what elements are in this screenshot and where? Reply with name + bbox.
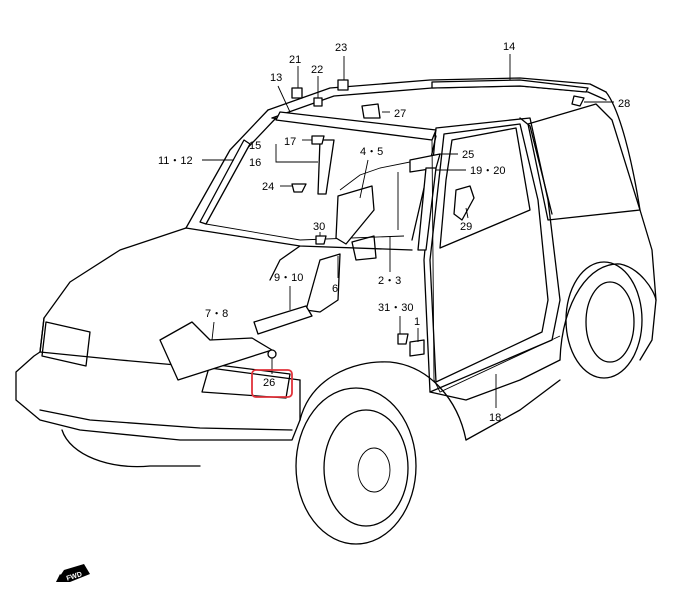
label-14: 14 (503, 41, 515, 53)
label-11-12: 11・12 (158, 155, 193, 167)
part-clip-23 (337, 79, 349, 91)
part-clip-1 (409, 339, 425, 357)
part-sill-trim (253, 305, 313, 335)
label-18: 18 (489, 412, 501, 424)
part-header-trim (275, 111, 437, 141)
leader-lines (202, 54, 614, 408)
label-16: 16 (249, 157, 261, 169)
highlight-box (251, 369, 293, 398)
label-22: 22 (311, 64, 323, 76)
label-28: 28 (618, 98, 630, 110)
vehicle-outline (15, 77, 657, 545)
part-bracket-29 (453, 185, 475, 221)
label-27: 27 (394, 108, 406, 120)
part-clip-22 (313, 97, 323, 107)
label-4-5: 4・5 (360, 146, 383, 158)
label-7-8: 7・8 (205, 308, 228, 320)
part-cowl-trim (159, 321, 273, 381)
fwd-label: FWD (66, 571, 83, 583)
label-31-30: 31・30 (378, 302, 413, 314)
part-roof-weatherstrip (431, 79, 589, 93)
part-visor-clip (361, 103, 381, 119)
label-1: 1 (414, 316, 420, 328)
part-clip-30 (315, 235, 327, 245)
part-center-pillar-trim (417, 167, 437, 251)
part-dash-side-panel (335, 185, 375, 245)
label-2-3: 2・3 (378, 275, 401, 287)
label-9-10: 9・10 (274, 272, 303, 284)
part-plug-26 (267, 349, 277, 359)
part-clip-21 (291, 87, 303, 99)
part-rear-clip (571, 95, 585, 107)
label-24: 24 (262, 181, 274, 193)
part-kick-panel (305, 253, 341, 313)
part-clip-17 (311, 135, 325, 145)
label-23: 23 (335, 42, 347, 54)
part-labels: 14 23 21 22 13 27 28 15 16 17 4・5 11・12 … (158, 41, 630, 424)
label-19-20: 19・20 (470, 165, 505, 177)
part-clip-31 (397, 333, 409, 345)
part-clip-24 (291, 183, 307, 193)
part-door-weatherstrip (431, 139, 561, 393)
trim-parts (159, 79, 589, 393)
label-17: 17 (284, 136, 296, 148)
forward-arrow-icon: FWD (56, 564, 90, 583)
label-6: 6 (332, 283, 338, 295)
label-26: 26 (263, 377, 275, 389)
part-a-pillar-trim (317, 139, 335, 195)
label-30-upper: 30 (313, 221, 325, 233)
label-15: 15 (249, 140, 261, 152)
label-29: 29 (460, 221, 472, 233)
label-25: 25 (462, 149, 474, 161)
part-windshield-moulding (199, 139, 251, 225)
label-13: 13 (270, 72, 282, 84)
label-21: 21 (289, 54, 301, 66)
